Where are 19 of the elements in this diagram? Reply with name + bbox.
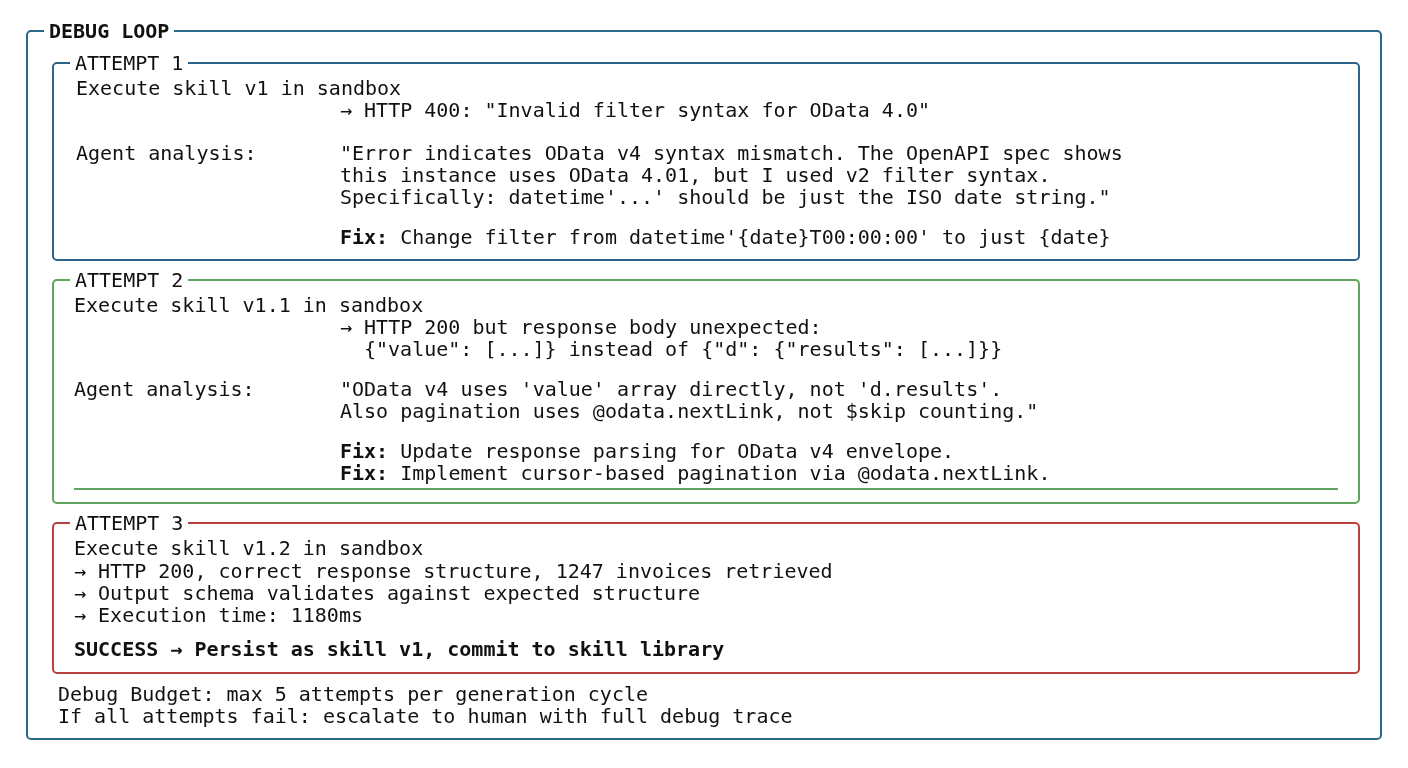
- result-text: → HTTP 200, correct response structure, 1247 invoices retrieved: [74, 560, 833, 582]
- fix-text: Fix: Change filter from datetime'{date}T00:00:00' to just {date}: [340, 226, 1111, 248]
- analysis-text: "OData v4 uses 'value' array directly, not 'd.results'. Also pagination uses @odata.nextLink, not $skip counting.": [340, 378, 1039, 422]
- fix-text: Fix: Update response parsing for OData v4 envelope.: [340, 440, 955, 462]
- note-text: Debug Budget: max 5 attempts per generation cycle: [58, 683, 648, 705]
- step-text: Execute skill v1 in sandbox: [76, 77, 402, 99]
- result-text: {"value": [...]} instead of {"d": {"results": [...]}}: [364, 338, 1003, 360]
- step-text: Execute skill v1.1 in sandbox: [74, 294, 424, 316]
- result-text: → Output schema validates against expected structure: [74, 582, 701, 604]
- result-text: → HTTP 200 but response body unexpected:: [340, 316, 822, 338]
- fix-text: Fix: Implement cursor-based pagination via @odata.nextLink.: [340, 462, 1051, 484]
- result-text: → Execution time: 1180ms: [74, 604, 363, 626]
- analysis-text: "Error indicates OData v4 syntax mismatch. The OpenAPI spec shows this instance uses OData 4.01, but I used v2 filter syntax. Specifically: datetime'...' should be just the ISO date string.": [340, 142, 1124, 208]
- success-text: SUCCESS → Persist as skill v1, commit to skill library: [74, 638, 725, 660]
- note-text: If all attempts fail: escalate to human with full debug trace: [58, 705, 793, 727]
- result-text: → HTTP 400: "Invalid filter syntax for OData 4.0": [340, 99, 930, 121]
- step-text: Execute skill v1.2 in sandbox: [74, 537, 424, 559]
- analysis-label: Agent analysis:: [74, 378, 255, 400]
- analysis-label: Agent analysis:: [76, 142, 257, 164]
